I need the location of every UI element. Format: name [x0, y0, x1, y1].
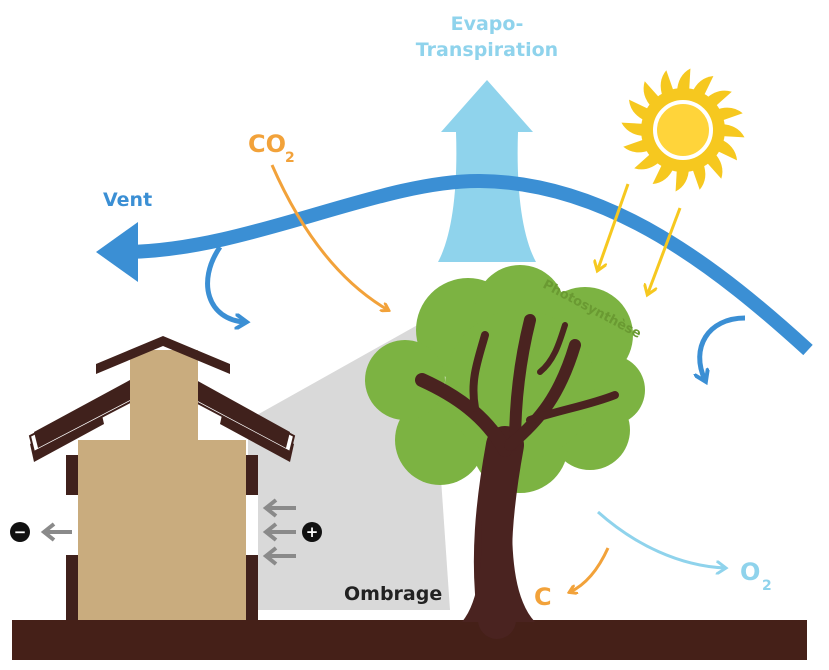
heat-in-arrows — [262, 498, 296, 566]
evapotranspiration-arrow — [438, 80, 536, 262]
sun-ray — [720, 123, 745, 138]
house — [28, 336, 296, 620]
sun-ray — [675, 167, 690, 192]
evapotranspiration-label-line2: Transpiration — [416, 39, 558, 61]
co2-arrow — [270, 164, 388, 310]
house-tower-roof — [96, 336, 230, 374]
oxygen-arrow — [597, 510, 725, 568]
ombrage-label: Ombrage — [344, 583, 442, 605]
sun-ray — [621, 122, 646, 137]
carbon-label: C — [534, 583, 552, 611]
vent-label: Vent — [103, 189, 152, 211]
evapotranspiration-label-line1: Evapo- — [451, 13, 524, 35]
svg-text:2: 2 — [285, 150, 295, 166]
ground — [12, 620, 807, 660]
svg-text:CO: CO — [248, 130, 286, 158]
o2-label: O 2 — [740, 558, 772, 594]
svg-text:O: O — [740, 558, 760, 586]
heat-out-arrow — [40, 522, 72, 542]
sunlight-arrow-2 — [648, 207, 682, 293]
wind-curl-left-arrow — [205, 245, 245, 322]
sunlight-arrow-1 — [598, 183, 630, 269]
svg-text:+: + — [306, 523, 319, 541]
house-roof-right — [192, 380, 290, 448]
plus-circle-icon: + — [302, 522, 322, 542]
carbon-arrow — [570, 547, 610, 592]
house-roof-left — [34, 380, 134, 448]
wind-curl-right-arrow — [700, 315, 746, 380]
house-left-band — [66, 495, 78, 555]
svg-text:2: 2 — [762, 578, 772, 594]
tree-trunk-base — [462, 520, 535, 622]
house-wall-fill — [130, 430, 198, 450]
sun-ray — [676, 68, 691, 93]
sun-icon — [621, 68, 745, 192]
house-right-band — [246, 495, 258, 555]
wind-stream — [127, 173, 813, 356]
co2-label: CO 2 — [248, 130, 295, 166]
minus-circle-icon: − — [10, 522, 30, 542]
house-wall — [78, 440, 246, 620]
wind-arrowhead — [96, 222, 138, 282]
svg-text:−: − — [14, 523, 27, 541]
